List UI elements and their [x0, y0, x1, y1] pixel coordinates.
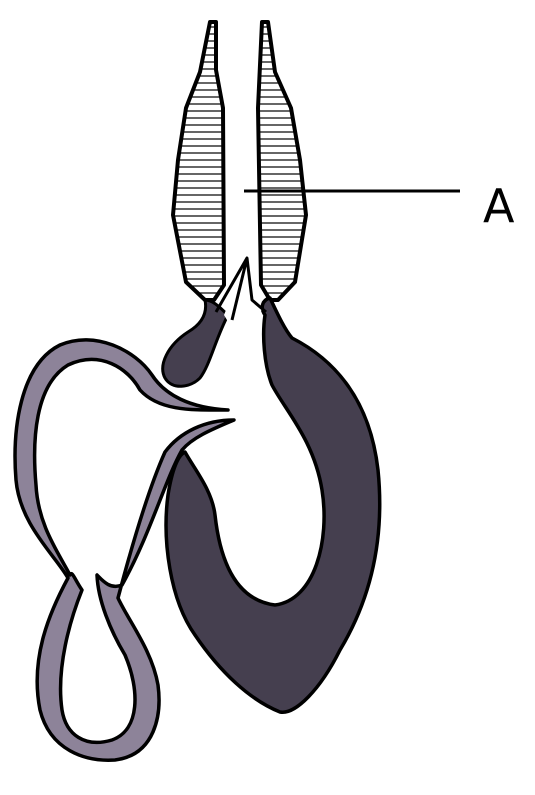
left-bulb	[161, 298, 230, 388]
junction-spike-outline-right	[245, 257, 267, 314]
label-a: A	[483, 179, 515, 233]
dark-chamber	[164, 296, 382, 714]
left-tube	[171, 20, 226, 302]
right-tube	[256, 20, 308, 302]
light-chamber	[13, 338, 236, 762]
junction-spike	[224, 258, 262, 325]
